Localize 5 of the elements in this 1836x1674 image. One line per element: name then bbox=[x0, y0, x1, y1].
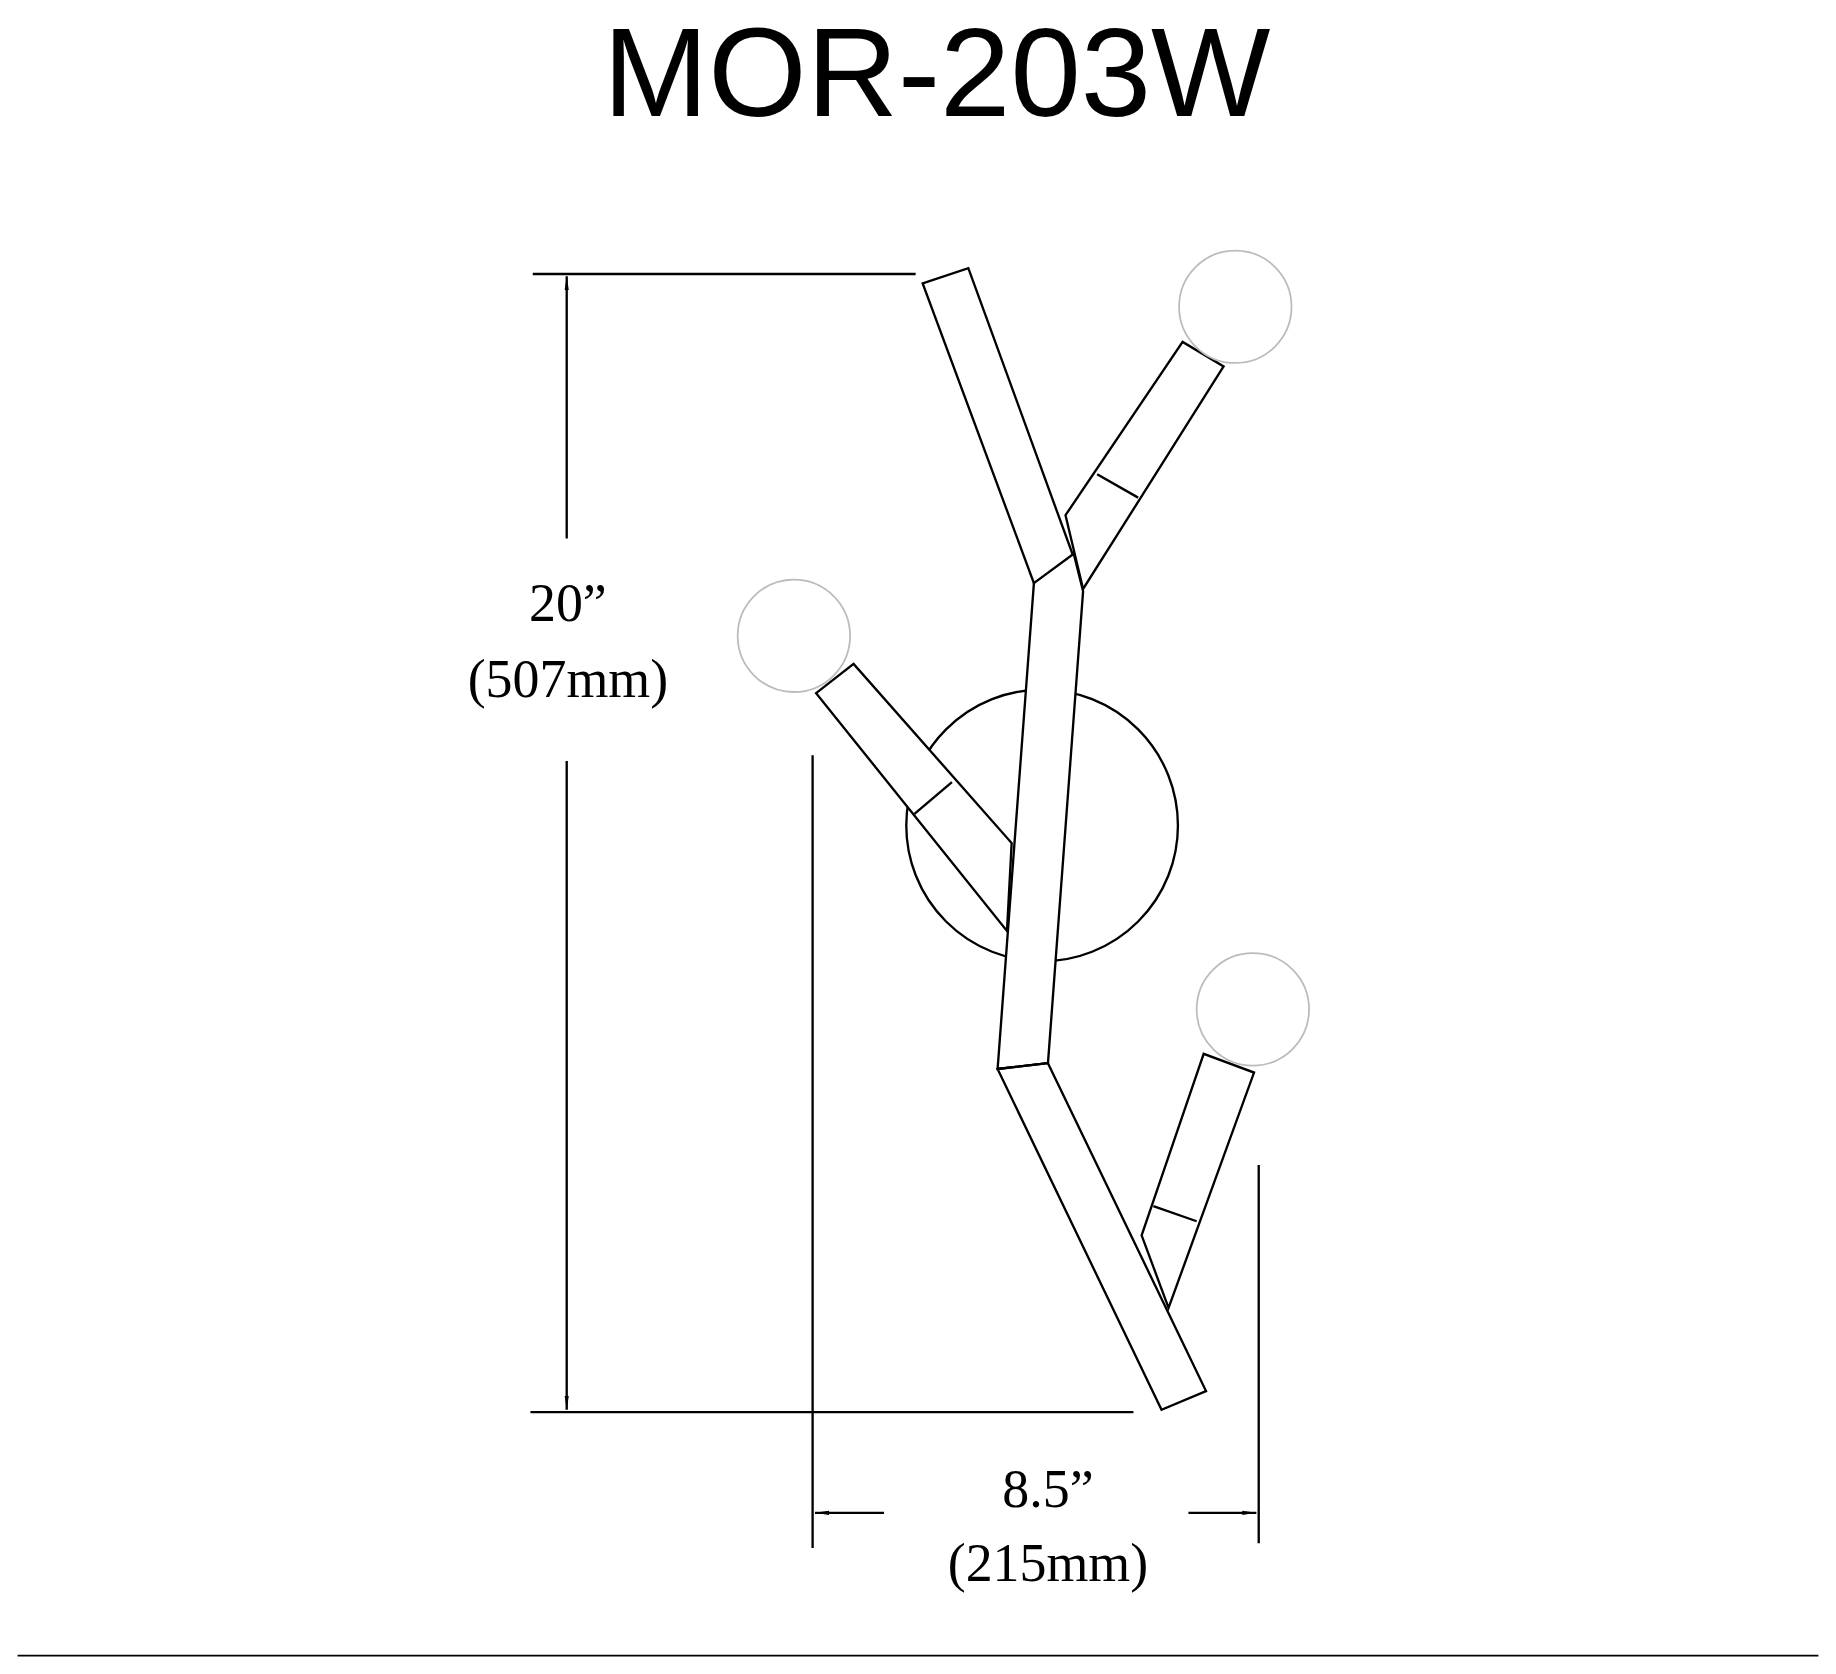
title: MOR-203W bbox=[603, 9, 1271, 136]
dimension-label: 8.5” bbox=[1002, 1462, 1094, 1517]
dimension-label: 20” bbox=[529, 576, 607, 630]
dimension-label: (215mm) bbox=[947, 1536, 1149, 1591]
dimension-label: (507mm) bbox=[467, 652, 669, 707]
